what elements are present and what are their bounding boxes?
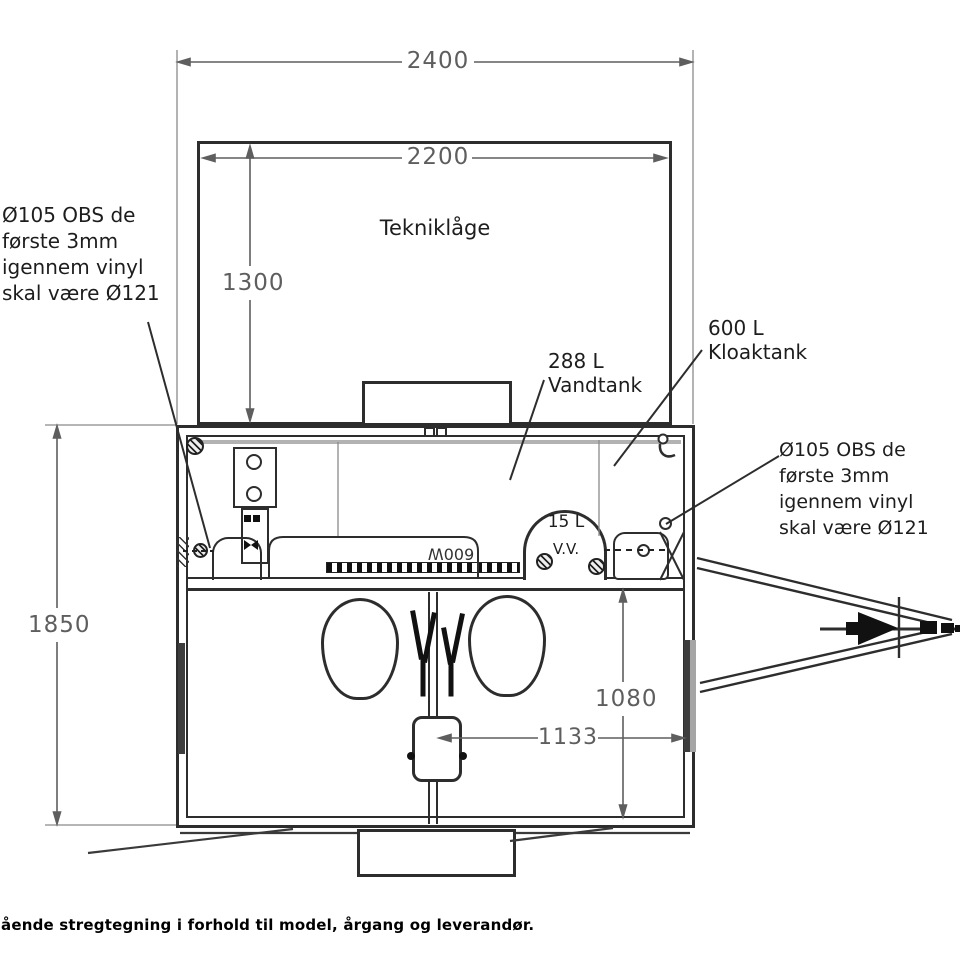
water-pump-housing — [212, 537, 262, 580]
vinyl-hole-right — [659, 517, 672, 530]
heater-label: 600W — [427, 544, 475, 564]
vandtank-label: 288 L Vandtank — [548, 349, 642, 397]
door-right-frame — [690, 640, 696, 752]
dim-lid-width: 2200 — [404, 146, 472, 169]
drain-hole-top-left — [186, 437, 204, 455]
basin-tap-left — [407, 752, 415, 760]
kloaktank-name: Kloaktank — [708, 340, 808, 364]
roof-hatch — [362, 381, 512, 426]
drain-hole-boiler-left — [536, 553, 553, 570]
obs-left-line3: igennem vinyl — [2, 255, 144, 279]
washbasin — [412, 716, 462, 782]
obs-right-line4: skal være Ø121 — [779, 517, 929, 539]
left-wall-hatch — [177, 537, 189, 567]
obs-right-line2: første 3mm — [779, 465, 890, 487]
dim-overall-width: 2400 — [402, 50, 474, 73]
dim-lid-height: 1300 — [222, 270, 285, 296]
teknik-lid-label: Tekniklåge — [379, 216, 491, 240]
vandtank-name: Vandtank — [548, 373, 643, 397]
footer-disclaimer: ående stregtegning i forhold til model, … — [1, 916, 535, 934]
tank-port-circle — [637, 544, 650, 557]
dim-room-height: 1080 — [595, 686, 658, 712]
obs-note-right: Ø105 OBS de første 3mm igennem vinyl ska… — [779, 437, 929, 541]
heating-strip — [326, 562, 520, 573]
door-left — [178, 643, 185, 754]
body-outer-wall — [176, 425, 695, 828]
kloaktank-capacity: 600 L — [708, 316, 764, 340]
top-wall-shading — [190, 440, 681, 444]
drain-hole-pump — [193, 543, 208, 558]
panel-knob-bottom — [246, 486, 262, 502]
boiler-label-vv: V.V. — [552, 540, 580, 558]
valve-block-right — [253, 515, 260, 522]
toilet-left — [321, 598, 399, 700]
kloaktank-label: 600 L Kloaktank — [708, 316, 807, 364]
obs-note-left: Ø105 OBS de første 3mm igennem vinyl ska… — [2, 202, 160, 306]
door-right-leaf — [684, 640, 690, 752]
center-partition — [428, 592, 438, 824]
tank-wall-lower-line — [186, 588, 685, 591]
coupler-gap — [937, 623, 941, 633]
panel-knob-top — [246, 454, 262, 470]
entrance-step — [357, 829, 516, 877]
dim-body-height: 1850 — [28, 612, 91, 638]
drawbar-frame — [696, 556, 953, 694]
hitch-coupler — [846, 612, 960, 645]
vandtank-capacity: 288 L — [548, 349, 604, 373]
toilet-right — [468, 595, 546, 697]
basin-tap-right — [459, 752, 467, 760]
hatch-hinge-left — [424, 427, 435, 437]
drain-hole-boiler-right — [588, 558, 605, 575]
body-inner-wall — [186, 435, 685, 818]
hatch-hinge-right — [436, 427, 447, 437]
obs-right-line3: igennem vinyl — [779, 491, 914, 513]
boiler-label-capacity: 15 L — [547, 512, 585, 532]
obs-left-line4: skal være Ø121 — [2, 281, 160, 305]
dim-room-width: 1133 — [538, 725, 598, 750]
valve-block-left — [244, 515, 251, 522]
obs-left-line2: første 3mm — [2, 229, 119, 253]
obs-right-line1: Ø105 OBS de — [779, 439, 906, 461]
obs-left-line1: Ø105 OBS de — [2, 203, 136, 227]
